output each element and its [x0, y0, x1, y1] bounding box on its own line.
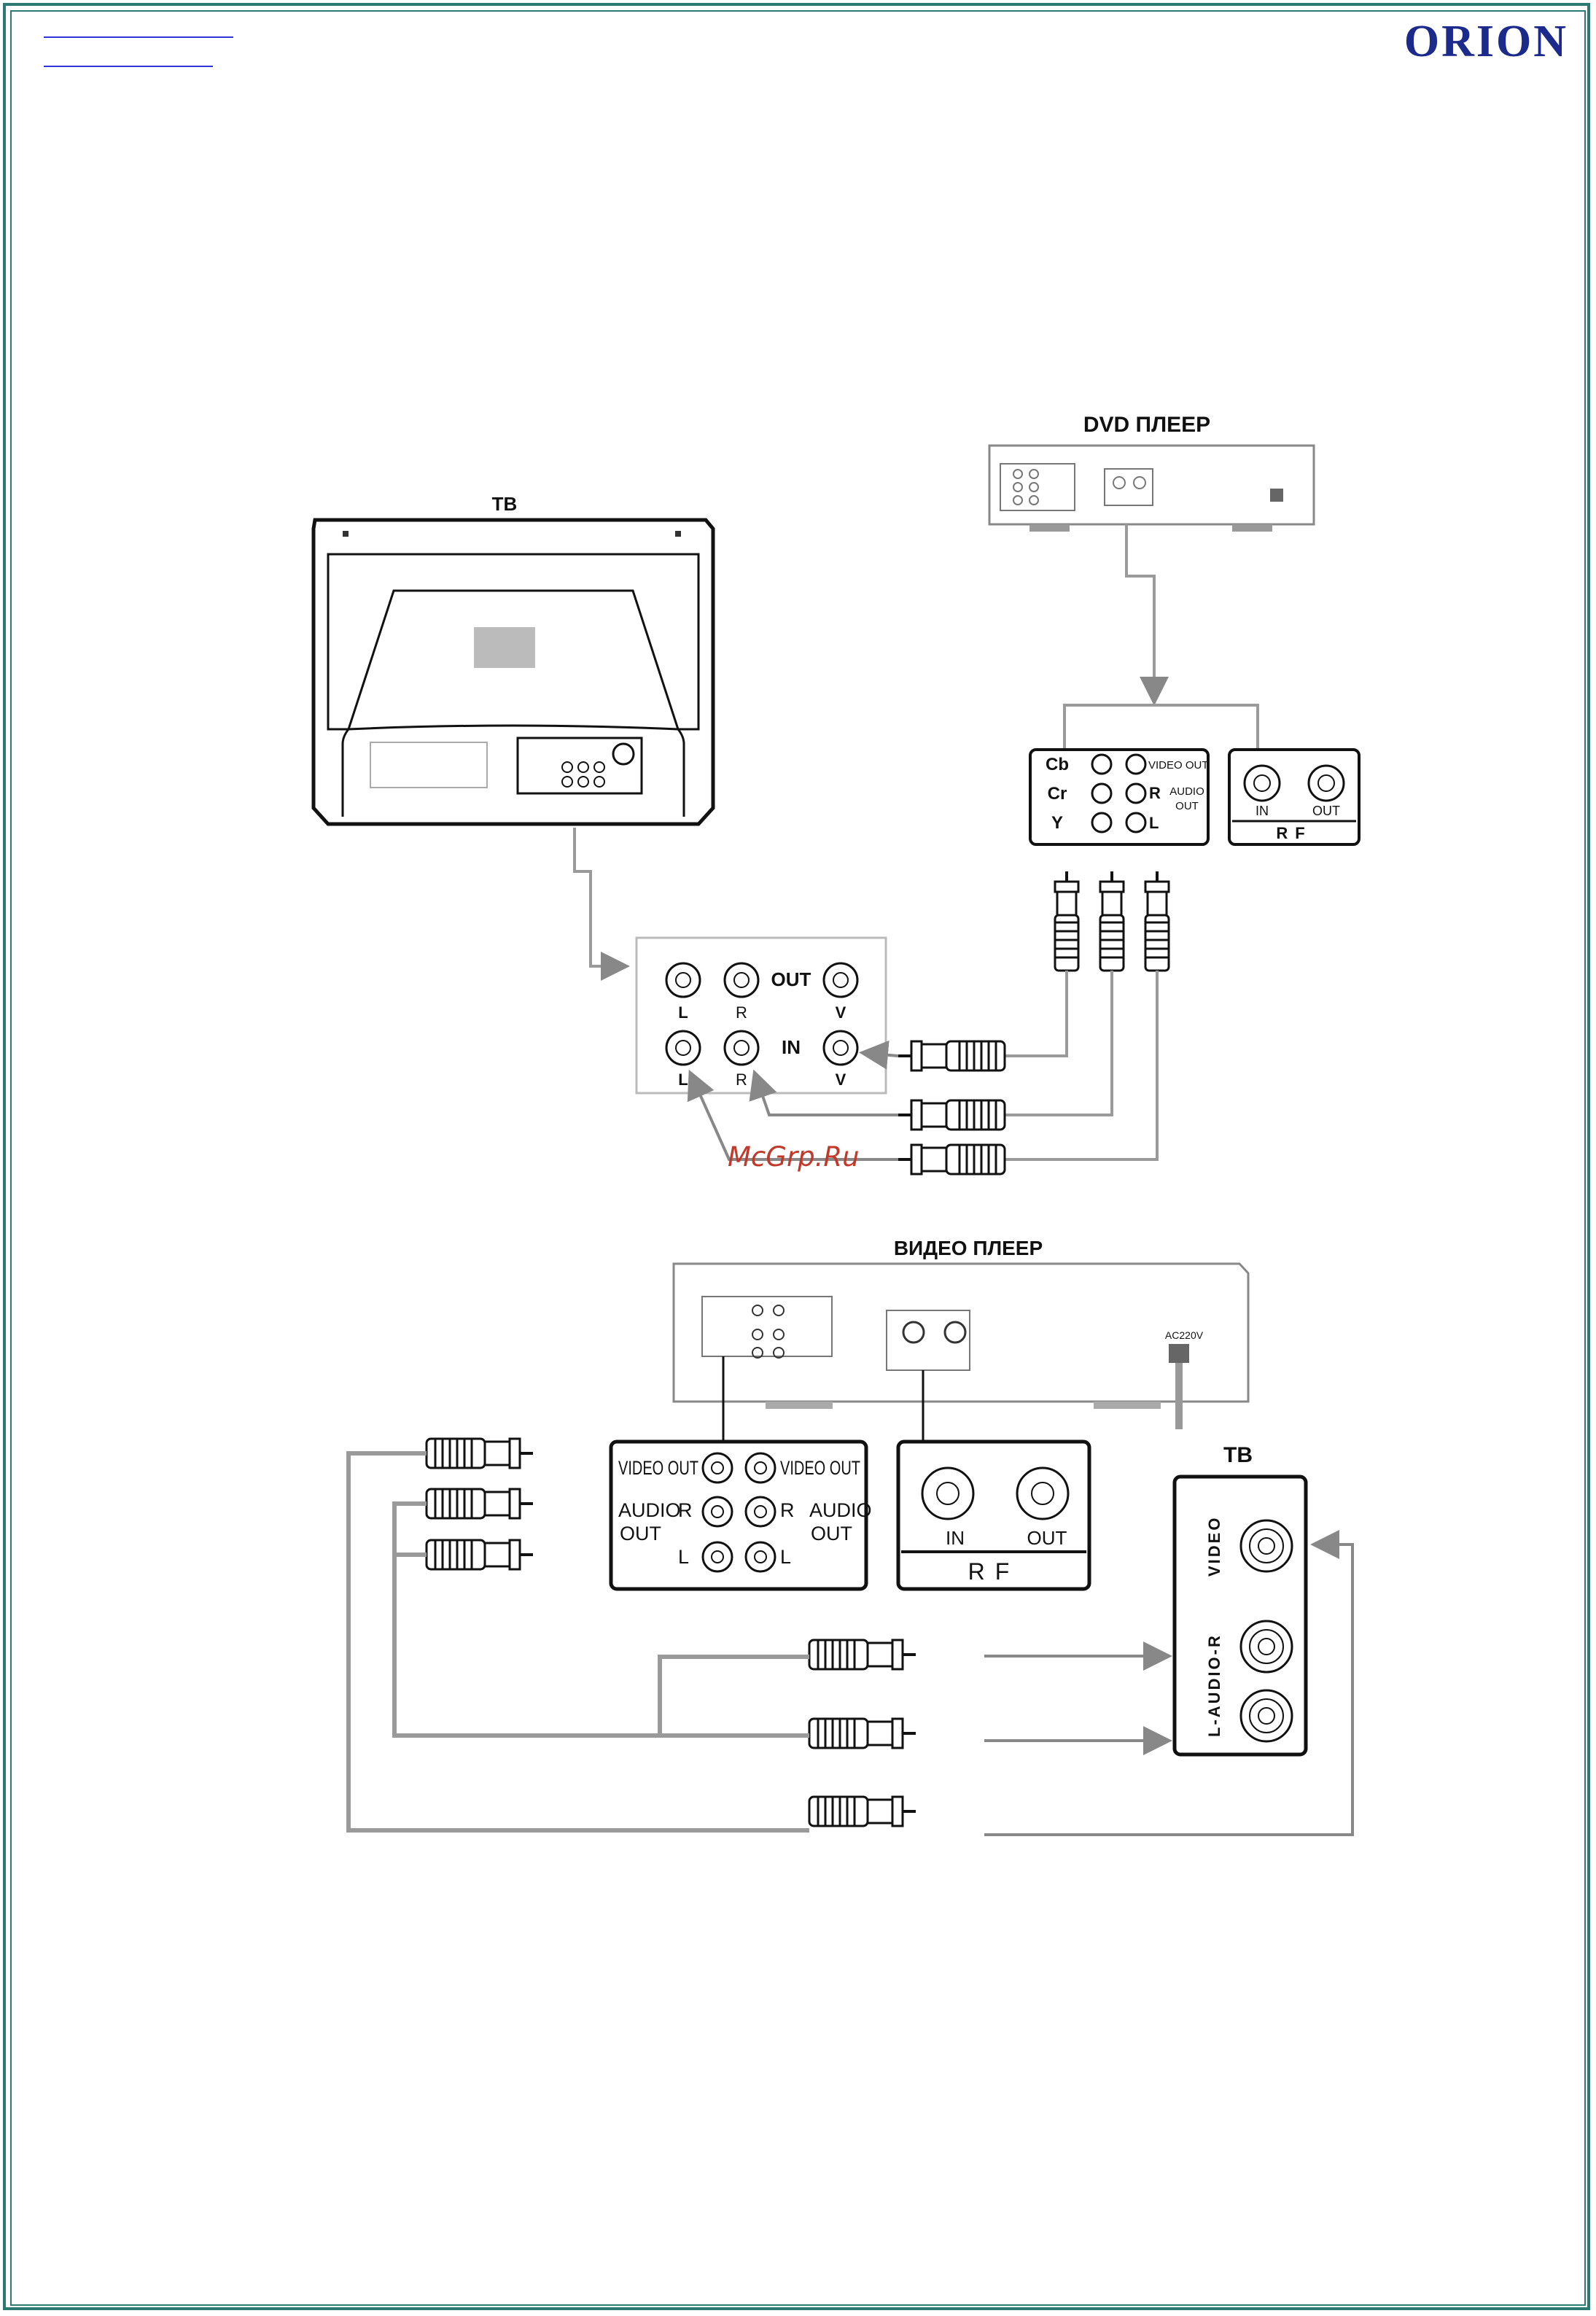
dvd-rf-out-label: OUT	[1312, 804, 1340, 818]
ac-label: AC220V	[1165, 1329, 1204, 1341]
vcr-rf-label: RF	[968, 1558, 1020, 1585]
dvd-rf-in-label: IN	[1256, 804, 1269, 818]
tv-plug-video	[898, 1041, 1005, 1070]
cable-audio-l	[1005, 971, 1157, 1159]
tv1-title: ТВ	[492, 493, 518, 515]
dvd-l-label: L	[1149, 814, 1159, 832]
cable2-audio-r	[660, 1657, 809, 1736]
vcr-r-right: R	[780, 1499, 795, 1521]
dvd-rf-panel: IN OUT RF	[1229, 750, 1359, 844]
tv-plug-audio-r	[898, 1100, 1005, 1130]
dvd-bracket-line	[1064, 705, 1258, 751]
tv2-title: ТВ	[1223, 1443, 1253, 1467]
dvd-out-label: OUT	[1175, 800, 1199, 812]
vcr-av-panel: VIDEO OUT VIDEO OUT AUDIO OUT R L R L AU…	[611, 1442, 872, 1589]
tv2-plug-video	[809, 1797, 916, 1826]
tv-out-v-label: V	[836, 1003, 846, 1022]
dvd-zoom-line	[1126, 524, 1154, 700]
tv2-input-panel: VIDEO L-AUDIO-R	[1175, 1477, 1306, 1755]
vcr-rf-panel: IN OUT RF	[898, 1442, 1089, 1589]
tv2-plug-audio-l	[809, 1719, 916, 1748]
vcr-out-left: OUT	[620, 1523, 661, 1544]
vcr-out-right: OUT	[811, 1523, 852, 1544]
dvd-rf-label: RF	[1276, 824, 1312, 842]
vcr-video-out-right: VIDEO OUT	[780, 1457, 860, 1479]
dvd-output-panel: Cb Cr Y VIDEO OUT R L AUDIO OUT	[1030, 750, 1209, 844]
tv-out-r-label: R	[736, 1003, 747, 1022]
tv-plug-audio-l	[898, 1145, 1005, 1174]
vcr-plug-audio-l	[427, 1540, 533, 1569]
tv-out-label: OUT	[771, 968, 811, 990]
dvd-plug-audio-r	[1100, 871, 1124, 971]
watermark: McGrp.Ru	[728, 1141, 860, 1173]
tv2-plug-audio-r	[809, 1640, 916, 1669]
tv-av-panel: L R V OUT IN L R V	[637, 938, 886, 1093]
vcr-video-out-left: VIDEO OUT	[618, 1457, 698, 1479]
tv-rear	[314, 520, 713, 824]
tv-out-l-label: L	[678, 1003, 688, 1022]
dvd-plug-video	[1055, 871, 1078, 971]
vcr-player: AC220V	[674, 1264, 1248, 1429]
vcr-r-left: R	[678, 1499, 693, 1521]
tv-zoom-line	[575, 828, 624, 966]
vcr-plug-audio-r	[427, 1489, 533, 1518]
tv-in-l-label: L	[678, 1070, 688, 1089]
tv2-video-label: VIDEO	[1205, 1516, 1223, 1577]
cable-video	[1005, 971, 1067, 1056]
dvd-audio-label: AUDIO	[1169, 785, 1204, 798]
y-label: Y	[1051, 813, 1063, 833]
vcr-rf-out-label: OUT	[1027, 1527, 1067, 1549]
vcr-audio-right: AUDIO	[809, 1499, 872, 1521]
vcr-l-left: L	[678, 1546, 689, 1568]
tv-in-r-label: R	[736, 1070, 747, 1089]
vcr-l-right: L	[780, 1546, 791, 1568]
cr-label: Cr	[1048, 784, 1067, 804]
cable-audio-r	[1005, 971, 1112, 1115]
tv-in-label: IN	[782, 1036, 801, 1058]
dvd-player	[989, 446, 1314, 532]
vcr-audio-left: AUDIO	[618, 1499, 681, 1521]
dvd-player-title: DVD ПЛЕЕР	[1083, 413, 1210, 437]
vcr-plug-video	[427, 1439, 533, 1468]
vcr-rf-in-label: IN	[946, 1527, 965, 1549]
dvd-plug-audio-l	[1145, 871, 1169, 971]
vcr-title: ВИДЕО ПЛЕЕР	[894, 1237, 1043, 1259]
tv-in-v-label: V	[836, 1070, 846, 1089]
cb-label: Cb	[1046, 755, 1069, 774]
dvd-video-out-label: VIDEO OUT	[1148, 759, 1209, 772]
dvd-r-label: R	[1149, 784, 1161, 802]
tv2-audio-label: L-AUDIO-R	[1205, 1633, 1223, 1737]
